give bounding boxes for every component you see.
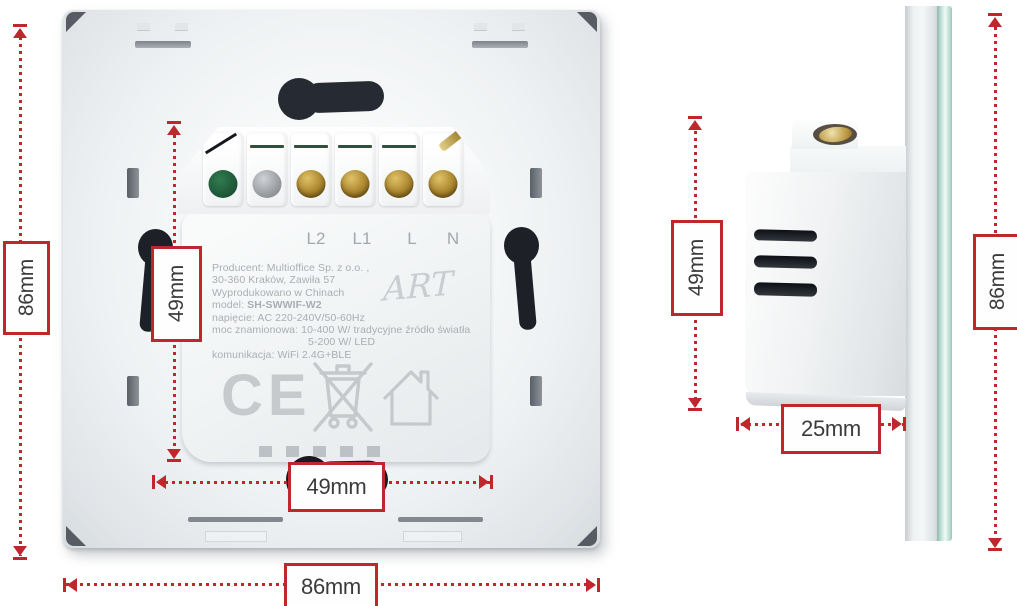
power-line: moc znamionowa: 10-400 W/ tradycyjne źró… (212, 324, 471, 337)
plate-side-slot (530, 376, 542, 406)
voltage-line: napięcie: AC 220-240V/50-60Hz (212, 311, 365, 324)
producer-line: 30-360 Kraków, Zawiła 57 (212, 274, 336, 287)
side-body-step (790, 146, 906, 174)
dimension-end-bar (167, 121, 181, 124)
dimension-label-side-body-height: 49mm (671, 220, 723, 316)
dimension-end-bar (167, 459, 181, 462)
terminal-green-dot (208, 170, 238, 198)
terminal-clamp-slot (382, 145, 416, 148)
dimension-end-bar (688, 116, 702, 119)
power-line-led: 5-200 W/ LED (308, 336, 376, 349)
plate-bottom-slot (188, 517, 283, 522)
terminal-label-l: L (407, 229, 417, 248)
terminal-L2 (291, 132, 331, 206)
terminal-label-l1: L1 (352, 229, 372, 248)
dimension-end-bar (903, 417, 906, 431)
weee-bin-icon (313, 362, 373, 432)
dimension-arrow (67, 578, 77, 592)
dimension-label-back-width: 86mm (284, 563, 378, 606)
plate-top-notch (137, 23, 150, 31)
dimension-end-bar (152, 475, 155, 489)
dimension-end-bar (490, 475, 493, 489)
dimension-arrow (988, 17, 1002, 27)
dimension-end-bar (63, 578, 66, 592)
mechanism-bottom-notch (367, 446, 380, 457)
dimension-label-mechanism-width: 49mm (288, 462, 385, 512)
brand-logo: ART (382, 263, 454, 309)
vent-slot (753, 229, 818, 242)
dimension-end-bar (688, 408, 702, 411)
dimension-label-back-height: 86mm (3, 241, 50, 335)
terminal-screw-brass (428, 170, 458, 198)
dimension-end-bar (13, 557, 27, 560)
dimension-arrow (167, 449, 181, 459)
dimension-end-bar (988, 548, 1002, 551)
dimension-end-bar (597, 578, 600, 592)
plate-side-slot (530, 168, 542, 198)
dimension-arrow (740, 417, 750, 431)
dimension-label-mechanism-height: 49mm (151, 246, 202, 342)
plate-bottom-slot (398, 517, 483, 522)
product-label-text: Producent: Multioffice Sp. z o.o. , 30-3… (212, 262, 492, 361)
producer-line: Wyprodukowano w Chinach (212, 286, 345, 299)
model-label: model: (212, 299, 248, 312)
terminal-clamp-slot (294, 145, 328, 148)
terminal-screw-brass (340, 170, 370, 198)
dimension-arrow (156, 475, 166, 489)
dimension-arrow (988, 538, 1002, 548)
dimension-arrow (13, 28, 27, 38)
terminal-L1 (335, 132, 375, 206)
dimension-label-side-depth: 25mm (781, 404, 881, 454)
house-icon (383, 370, 439, 426)
terminal-label-l2: L2 (306, 229, 326, 248)
top-mounting-hole (303, 80, 385, 114)
terminal-L (379, 132, 419, 206)
dimension-arrow (688, 120, 702, 130)
dimension-arrow (167, 125, 181, 135)
dimension-arrow (479, 475, 489, 489)
model-value: SH-SWWIF-W2 (247, 299, 322, 312)
dimension-arrow (892, 417, 902, 431)
terminal-screw-brass (384, 170, 414, 198)
plate-side-slot (127, 168, 139, 198)
ce-mark: CE (221, 363, 312, 428)
vent-slot (753, 255, 818, 269)
dimension-label-side-height: 86mm (973, 234, 1017, 330)
vent-slot (753, 282, 818, 297)
terminal-label-n: N (446, 229, 460, 248)
plate-top-notch (512, 23, 525, 31)
side-frame-edge (905, 6, 938, 541)
plate-top-notch (175, 23, 188, 31)
mechanism-bottom-notch (259, 446, 272, 457)
terminal-block (178, 127, 490, 214)
plate-top-slot (472, 41, 528, 48)
plate-bottom-tab (205, 531, 267, 542)
plate-top-notch (474, 23, 487, 31)
mechanism-bottom-notch (286, 446, 299, 457)
communication-line: komunikacja: WiFi 2.4G+BLE (212, 348, 352, 361)
model-line: model: SH-SWWIF-W2 (212, 299, 492, 311)
producer-line: Producent: Multioffice Sp. z o.o. , (212, 262, 370, 274)
dimension-end-bar (13, 24, 27, 27)
mechanism-bottom-notch (313, 446, 326, 457)
terminal-clamp-slot (250, 145, 284, 148)
terminal-clamp-slot (338, 145, 372, 148)
terminal-screw-brass (296, 170, 326, 198)
terminal (247, 132, 287, 206)
plate-bottom-tab (403, 531, 462, 542)
terminal-N (423, 128, 465, 206)
dimension-arrow (688, 398, 702, 408)
terminal-ground (203, 132, 243, 206)
plate-top-slot (135, 41, 191, 48)
dimension-end-bar (988, 13, 1002, 16)
terminal-screw-silver (252, 170, 282, 198)
side-glass-panel-edge (937, 6, 952, 541)
dimension-arrow (13, 546, 27, 556)
mechanism-bottom-notch (340, 446, 353, 457)
plate-side-slot (127, 376, 139, 406)
dimension-end-bar (736, 417, 739, 431)
dimension-arrow (586, 578, 596, 592)
